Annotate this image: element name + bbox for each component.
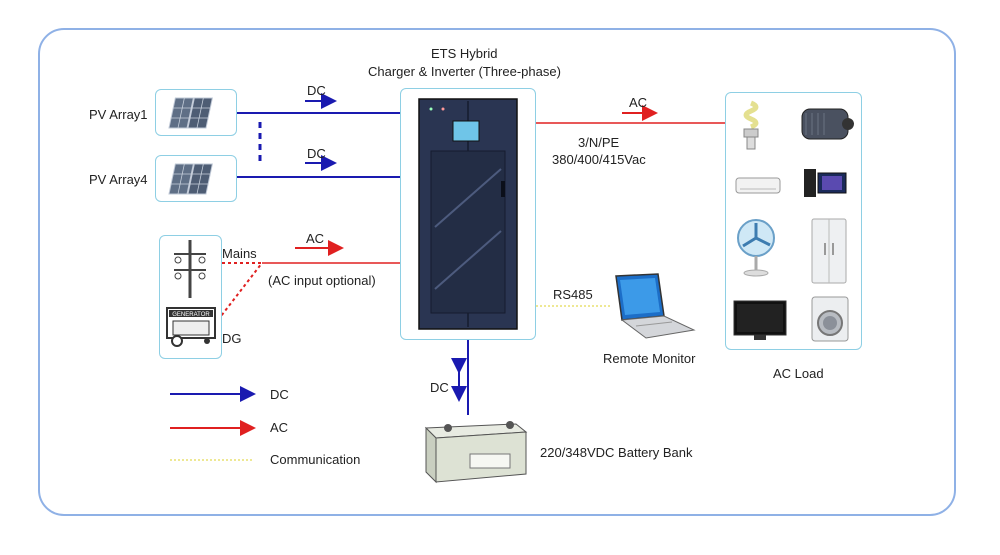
legend-dc-label: DC (270, 387, 289, 402)
battery-label: 220/348VDC Battery Bank (540, 445, 693, 460)
battery-dc-label: DC (430, 380, 449, 395)
utility-pole-icon (174, 240, 206, 298)
inverter-title-line2: Charger & Inverter (Three-phase) (368, 64, 561, 79)
inverter-box (400, 88, 536, 340)
dg-dotted-link (217, 262, 263, 321)
cfl-bulb-icon (743, 100, 759, 150)
pv1-dc-label: DC (307, 83, 326, 98)
ac-load-label: AC Load (773, 366, 824, 381)
ac-output-phase-label: 3/N/PE (578, 135, 620, 150)
mains-label: Mains (222, 246, 257, 261)
legend-ac-label: AC (270, 420, 289, 435)
pv-array4-label: PV Array4 (89, 172, 148, 187)
refrigerator-icon (811, 218, 847, 284)
television-icon (733, 300, 787, 340)
pv-array1-label: PV Array1 (89, 107, 148, 122)
inverter-title-line1: ETS Hybrid (431, 46, 498, 61)
desktop-computer-icon (804, 169, 847, 197)
ac-output-voltage-label: 380/400/415Vac (552, 152, 646, 167)
solar-panel-icon (168, 97, 213, 129)
rs485-label: RS485 (553, 287, 593, 302)
battery-icon (424, 421, 528, 484)
ac-input-label: AC (306, 231, 325, 246)
solar-panel-icon (168, 163, 213, 195)
ac-load-appliances (733, 100, 854, 342)
washing-machine-icon (811, 296, 849, 342)
laptop-icon (615, 273, 696, 339)
generator-icon: GENERATOR (166, 307, 216, 347)
dg-label: DG (222, 331, 242, 346)
inverter-cabinet-icon (418, 98, 518, 330)
ac-output-label: AC (629, 95, 648, 110)
motor-icon (801, 108, 854, 140)
generator-text: GENERATOR (172, 312, 210, 318)
diagram-frame (38, 28, 956, 516)
air-conditioner-icon (735, 177, 781, 194)
electric-fan-icon (737, 219, 775, 277)
remote-monitor-label: Remote Monitor (603, 351, 696, 366)
pv-array1-box (155, 89, 237, 136)
legend-comm-label: Communication (270, 452, 361, 467)
pv4-dc-label: DC (307, 146, 326, 161)
ac-input-optional-label: (AC input optional) (268, 273, 376, 288)
ac-load-box (725, 92, 862, 350)
pv-array4-box (155, 155, 237, 202)
